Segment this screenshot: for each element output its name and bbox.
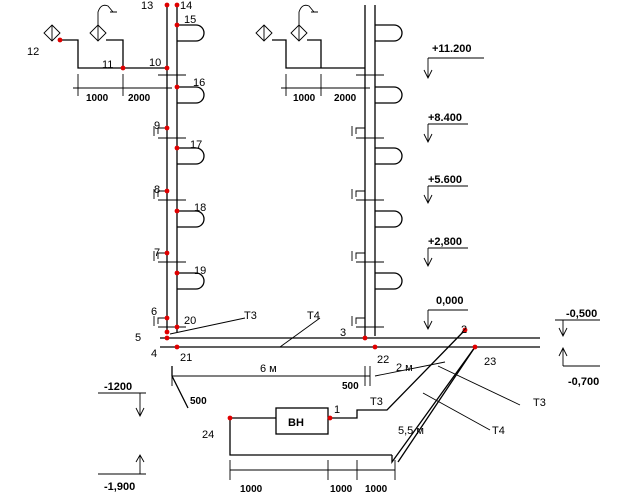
node-19: 19 [194, 265, 206, 277]
pipe-t3-lower: Т3 [370, 396, 383, 408]
level-minus-0500: -0,500 [566, 308, 597, 320]
node-22: 22 [377, 354, 389, 366]
node-23: 23 [484, 356, 496, 368]
node-20: 20 [184, 315, 196, 327]
main-lines [160, 317, 540, 431]
level-5600: +5.600 [428, 174, 462, 186]
node-10: 10 [149, 57, 161, 69]
level-11200: +11.200 [432, 43, 471, 55]
node-21: 21 [180, 352, 192, 364]
node-13: 13 [141, 0, 153, 12]
node-16: 16 [193, 77, 205, 89]
underground-piping [171, 329, 476, 480]
node-14: 14 [180, 0, 192, 12]
node-4: 4 [151, 348, 157, 360]
right-riser [351, 5, 403, 336]
node-2: 2 [461, 324, 467, 336]
heater-label: ВН [288, 417, 304, 429]
node-8: 8 [154, 184, 160, 196]
node-24: 24 [202, 429, 214, 441]
node-15: 15 [184, 14, 196, 26]
node-5: 5 [135, 332, 141, 344]
level-2800: +2,800 [428, 236, 462, 248]
pipe-t3-upper: Т3 [244, 310, 257, 322]
node-12: 12 [27, 46, 39, 58]
node-11: 11 [102, 59, 113, 71]
dim-1000-bottom-a: 1000 [240, 484, 263, 495]
level-8400: +8.400 [428, 112, 462, 124]
level-minus-1900: -1,900 [104, 481, 135, 493]
node-9: 9 [154, 120, 160, 132]
node-6: 6 [151, 306, 157, 318]
pipe-t4-right: Т4 [492, 425, 505, 437]
level-markers [423, 57, 484, 331]
ground-marks [555, 319, 600, 367]
top-left-fixtures [43, 4, 172, 96]
node-3: 3 [340, 327, 346, 339]
level-minus-1200: -1200 [104, 381, 132, 393]
node-17: 17 [190, 139, 202, 151]
dim-5-5m: 5,5 м [398, 425, 424, 437]
top-right-fixtures [255, 4, 370, 96]
node-markers [57, 2, 478, 421]
dim-500-left: 500 [190, 396, 207, 407]
level-minus-0700: -0,700 [568, 376, 599, 388]
left-riser [153, 5, 205, 332]
node-18: 18 [194, 202, 206, 214]
dim-1000-left: 1000 [86, 93, 109, 104]
pipe-t3-right: Т3 [533, 397, 546, 409]
basement-marks [98, 392, 146, 475]
dim-2000-right: 2000 [334, 93, 357, 104]
dim-6m: 6 м [260, 363, 277, 375]
dim-500-right: 500 [342, 381, 359, 392]
level-0000: 0,000 [436, 295, 464, 307]
dim-2m: 2 м [396, 362, 413, 374]
pipe-t4-upper: Т4 [307, 310, 320, 322]
dim-2000-left: 2000 [128, 93, 151, 104]
node-1: 1 [334, 404, 340, 416]
node-7: 7 [154, 247, 160, 259]
dim-1000-right: 1000 [293, 93, 316, 104]
dim-1000-bottom-c: 1000 [365, 484, 388, 495]
dim-1000-bottom-b: 1000 [330, 484, 353, 495]
